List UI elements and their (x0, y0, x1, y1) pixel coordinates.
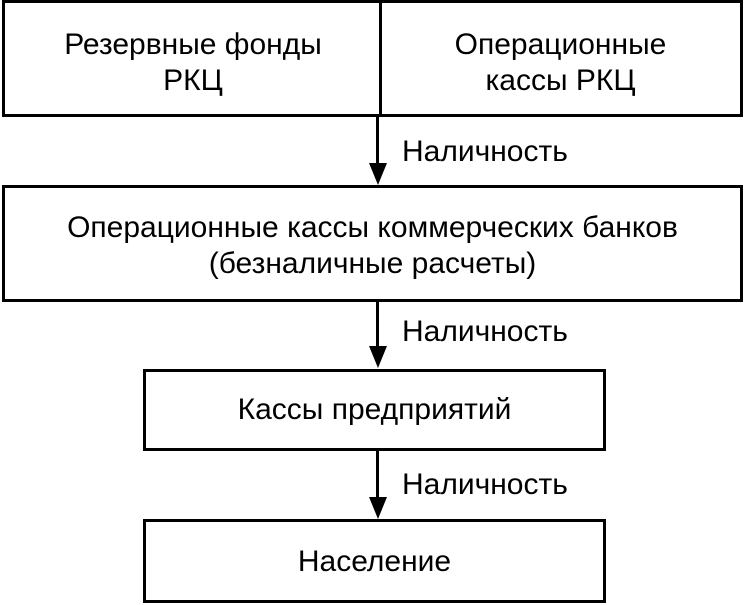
commercial-banks-box: Операционные кассы коммерческих банков (… (2, 185, 743, 302)
flow-label-2: Наличность (402, 315, 568, 348)
enterprises-label: Кассы предприятий (237, 393, 512, 426)
commercial-banks-line1: Операционные кассы коммерческих банков (67, 211, 678, 244)
commercial-banks-line2: (безналичные расчеты) (208, 247, 537, 280)
arrow-2-shaft (376, 302, 379, 348)
arrow-1-shaft (376, 117, 379, 165)
arrow-3-shaft (376, 451, 379, 499)
reserve-funds-line1: Резервные фонды (64, 28, 322, 61)
operational-cash-line1: Операционные (454, 28, 667, 61)
arrow-3-head (369, 497, 387, 519)
arrow-2-head (369, 346, 387, 368)
enterprises-box: Кассы предприятий (143, 369, 606, 451)
flow-label-1: Наличность (402, 135, 568, 168)
rkc-divider (379, 3, 382, 114)
reserve-funds-line2: РКЦ (163, 64, 223, 97)
operational-cash-rkc: Операционные кассы РКЦ (381, 27, 740, 99)
rkc-box: Резервные фонды РКЦ Операционные кассы Р… (2, 0, 743, 117)
commercial-banks-text: Операционные кассы коммерческих банков (… (5, 210, 740, 282)
population-label: Население (297, 545, 452, 578)
reserve-funds-rkc: Резервные фонды РКЦ (5, 27, 381, 99)
operational-cash-line2: кассы РКЦ (485, 64, 636, 97)
arrow-1-head (369, 163, 387, 185)
population-box: Население (143, 519, 606, 603)
flow-label-3: Наличность (402, 468, 568, 501)
